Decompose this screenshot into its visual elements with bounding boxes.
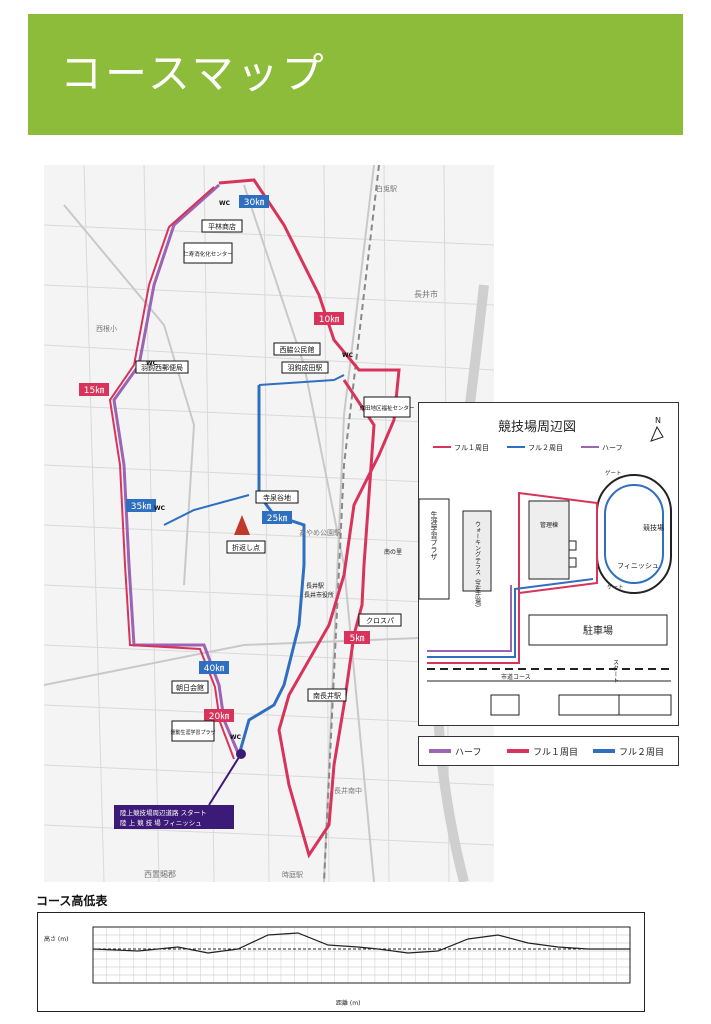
title-banner: コースマップ — [28, 14, 683, 135]
inset-field-label: 競技場 — [643, 523, 664, 532]
stadium-inset-svg: 競技場周辺図 N フル１周目 フル２周目 ハーフ 生涯学習プラザ ウォーキングテ… — [418, 416, 672, 716]
landmark-hirabayashi: 平林商店 — [201, 219, 243, 233]
inset-gate2: ゲート — [607, 583, 624, 591]
landmark-temple: 寺泉谷地 — [255, 490, 299, 504]
elevation-chart: 高さ (m) 距離 (m) — [37, 912, 645, 1012]
page-title: コースマップ — [60, 49, 327, 98]
km-marker-35: 35㎞ — [126, 499, 156, 512]
landmark-nagaino-eki: 長井駅 — [306, 582, 324, 590]
km-marker-20: 20㎞ — [204, 709, 234, 722]
bg-label-shirousagi: 白兎駅 — [376, 184, 397, 193]
svg-text:40㎞: 40㎞ — [204, 663, 224, 674]
svg-text:クロスパ: クロスパ — [366, 617, 394, 625]
elevation-xlabel: 距離 (m) — [336, 999, 360, 1007]
turnaround-icon — [234, 515, 250, 535]
landmark-orikaeshi: 折返し点 — [226, 540, 266, 554]
inset-legend: フル１周目 フル２周目 ハーフ — [433, 444, 623, 452]
inset-finish-label: フィニッシュ — [617, 562, 659, 570]
bg-label-nishine: 西根小 — [96, 324, 117, 333]
svg-text:寺泉谷地: 寺泉谷地 — [263, 493, 291, 502]
landmark-jinja: 仁寿消化化センター — [183, 242, 233, 264]
legend-lap1: フル１周目 — [533, 747, 578, 758]
landmark-nagaino-station: 南長井駅 — [307, 688, 347, 702]
svg-text:平林商店: 平林商店 — [208, 222, 236, 231]
km-markers: 30㎞ 10㎞ 15㎞ 35㎞ 25㎞ 5㎞ 40㎞ 20㎞ — [79, 195, 370, 722]
wc-marker: WC — [230, 734, 242, 741]
inset-parking-label: 駐車場 — [583, 624, 613, 637]
km-marker-15: 15㎞ — [79, 383, 109, 396]
inset-legend-half: ハーフ — [602, 444, 623, 452]
inset-start-label: スタート — [612, 659, 619, 683]
km-marker-5: 5㎞ — [344, 631, 370, 644]
svg-text:運動生涯学習プラザ: 運動生涯学習プラザ — [170, 729, 215, 736]
landmark-yubinkyoku: 羽鈎西郵便局 — [135, 360, 189, 374]
svg-text:10㎞: 10㎞ — [319, 314, 339, 325]
km-marker-25: 25㎞ — [262, 511, 292, 524]
landmark-center: 成田地区福祉センター — [359, 396, 415, 418]
route-legend: ハーフ フル１周目 フル２周目 — [418, 736, 679, 766]
inset-walking-label: ウォーキングテラス（芝生広場） — [474, 521, 481, 611]
wc-marker: WC — [219, 200, 231, 207]
svg-text:折返し点: 折返し点 — [232, 543, 260, 552]
start-finish-label: 陸上競技場周辺道路 スタート 陸 上 競 技 場 フィニッシュ — [114, 805, 234, 829]
landmark-hata-ekimae: 羽鈎成田駅 — [281, 361, 329, 374]
svg-text:35㎞: 35㎞ — [131, 501, 151, 512]
bg-label-ayame: あやめ公園駅 — [299, 529, 341, 537]
svg-text:5㎞: 5㎞ — [350, 633, 365, 644]
svg-text:羽鈎西郵便局: 羽鈎西郵便局 — [141, 363, 183, 372]
svg-text:25㎞: 25㎞ — [267, 513, 287, 524]
inset-legend-lap1: フル１周目 — [454, 444, 489, 452]
bg-label-nagai: 長井市 — [414, 289, 438, 299]
svg-text:15㎞: 15㎞ — [84, 385, 104, 396]
svg-text:陸上競技場周辺道路 スタート: 陸上競技場周辺道路 スタート — [120, 808, 207, 817]
svg-text:20㎞: 20㎞ — [209, 711, 229, 722]
svg-text:南長井駅: 南長井駅 — [313, 691, 341, 700]
svg-text:西脇公民館: 西脇公民館 — [280, 345, 315, 354]
landmark-plaza: 運動生涯学習プラザ — [170, 720, 216, 742]
svg-text:陸 上 競 技 場 フィニッシュ: 陸 上 競 技 場 フィニッシュ — [120, 818, 202, 827]
inset-title: 競技場周辺図 — [498, 420, 576, 435]
stadium-inset-map: 競技場周辺図 N フル１周目 フル２周目 ハーフ 生涯学習プラザ ウォーキングテ… — [418, 402, 679, 726]
svg-text:羽鈎成田駅: 羽鈎成田駅 — [288, 363, 323, 372]
wc-marker: WC — [154, 505, 166, 512]
landmark-asahi: 朝日会館 — [171, 680, 209, 694]
inset-legend-lap2: フル２周目 — [528, 444, 563, 452]
north-icon: N — [655, 416, 661, 425]
km-marker-40: 40㎞ — [199, 661, 229, 674]
elevation-line — [92, 932, 630, 954]
svg-text:成田地区福祉センター: 成田地区福祉センター — [359, 404, 414, 412]
landmark-crosspa: クロスパ — [358, 613, 402, 627]
bg-label-minamichu: 長井南中 — [334, 786, 362, 795]
landmark-hata-kouminkan: 西脇公民館 — [273, 342, 321, 356]
landmark-mitsu: 南の里 — [384, 548, 402, 556]
km-marker-10: 10㎞ — [314, 312, 344, 325]
svg-text:朝日会館: 朝日会館 — [176, 683, 204, 692]
svg-text:30㎞: 30㎞ — [244, 197, 264, 208]
elevation-chart-svg: 高さ (m) 距離 (m) — [44, 926, 631, 1007]
elevation-title: コース高低表 — [36, 894, 108, 908]
legend-half: ハーフ — [455, 748, 481, 758]
wc-marker: WC — [342, 352, 354, 359]
inset-plaza-label: 生涯学習プラザ — [430, 510, 438, 560]
legend-lap2: フル２周目 — [619, 747, 664, 758]
inset-gate1: ゲート — [605, 469, 622, 477]
landmark-shiyakusho: 長井市役所 — [304, 591, 334, 599]
bg-label-tokiniwa: 時庭駅 — [282, 870, 303, 879]
bg-label-nishiokitama: 西置賜郡 — [144, 869, 176, 879]
svg-text:仁寿消化化センター: 仁寿消化化センター — [183, 250, 233, 258]
km-marker-30: 30㎞ — [239, 195, 269, 208]
inset-road-label: 市道コース — [501, 673, 531, 681]
elevation-ylabel: 高さ (m) — [44, 935, 68, 943]
inset-building-label: 管理棟 — [540, 521, 558, 529]
wc-marker: WC — [146, 360, 158, 367]
